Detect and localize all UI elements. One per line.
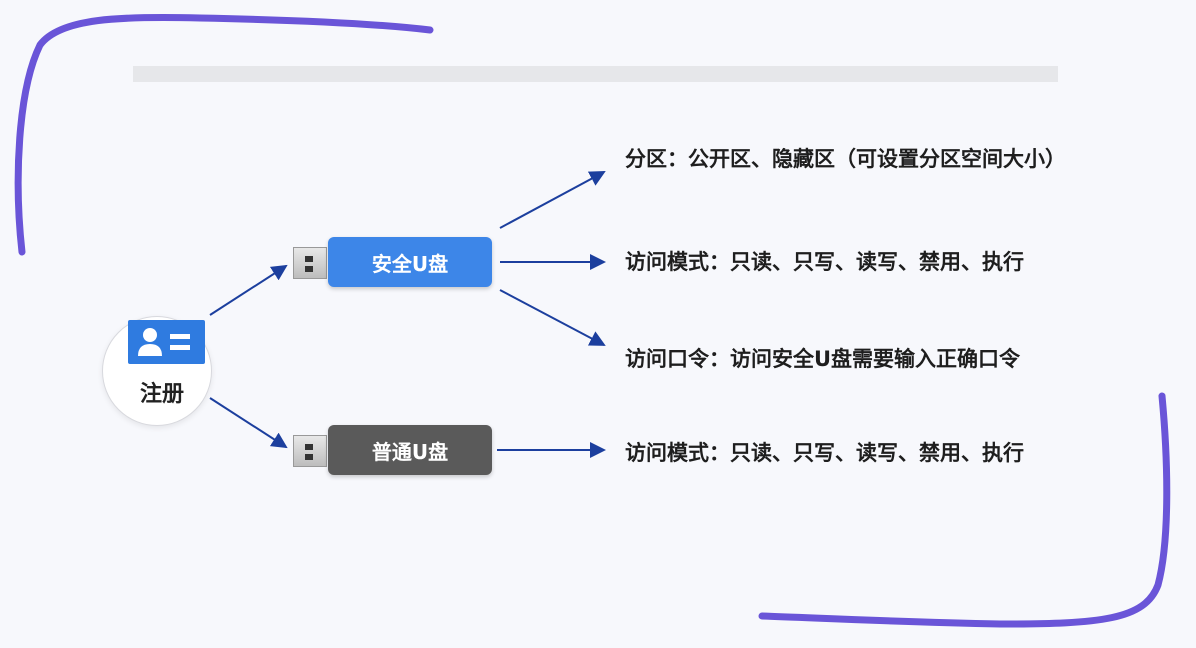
marker-stroke-bottom-right (758, 392, 1171, 628)
usb-connector-icon (293, 247, 327, 279)
user-card-icon (128, 320, 205, 364)
usb-connector-icon (293, 435, 327, 467)
normal-usb-label: 普通U盘 (371, 439, 449, 464)
arrow-partition (499, 171, 606, 229)
secure-partition-text: 分区：公开区、隐藏区（可设置分区空间大小） (625, 147, 1066, 171)
normal-access-mode-text: 访问模式：只读、只写、读写、禁用、执行 (625, 441, 1024, 465)
secure-usb-node: 安全U盘 (328, 237, 492, 287)
secure-access-mode-text: 访问模式：只读、只写、读写、禁用、执行 (625, 250, 1024, 274)
arrow-to-normal (209, 397, 288, 449)
arrow-password (499, 289, 606, 346)
register-label: 注册 (139, 382, 184, 407)
secure-password-text: 访问口令：访问安全U盘需要输入正确口令 (625, 347, 1021, 371)
secure-usb-label: 安全U盘 (371, 251, 449, 276)
arrow-to-secure (209, 264, 288, 316)
normal-usb-node: 普通U盘 (328, 425, 492, 475)
marker-stroke-top-left (14, 13, 434, 256)
top-bar (133, 66, 1058, 82)
